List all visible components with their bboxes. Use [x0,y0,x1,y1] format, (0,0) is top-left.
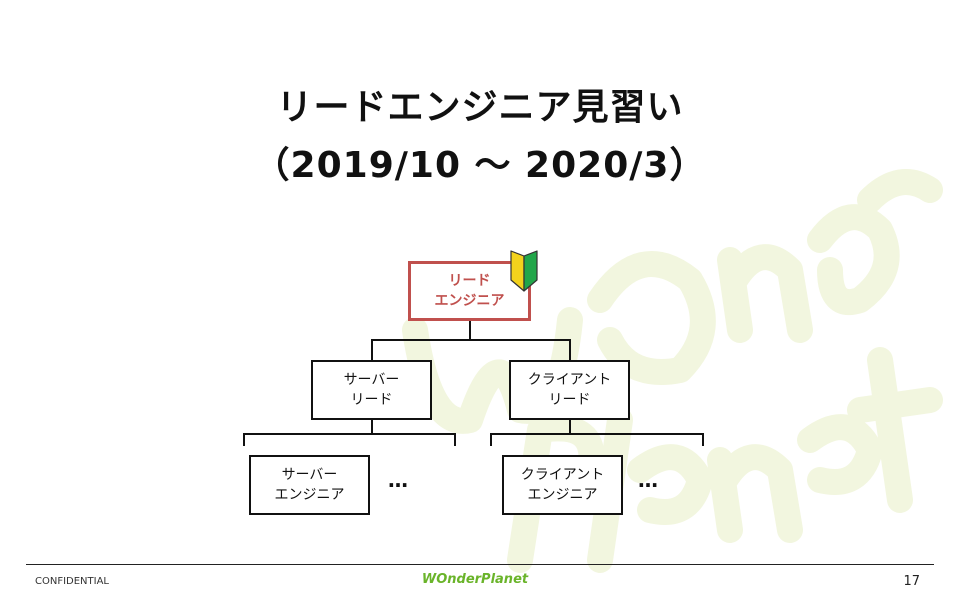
connector-server-tick-right [454,433,456,446]
lead-engineer-label-line2: エンジニア [434,293,505,309]
lead-engineer-label-line1: リード [448,272,491,289]
client-engineer-label-line1: クライアント [520,466,605,483]
connector-server-bar [243,433,456,435]
slide-title: リードエンジニア見習い [276,87,684,128]
connector-level1-bar [371,339,571,341]
page-number: 17 [903,574,920,589]
connector-server-lead-down [371,419,373,434]
server-engineer-ellipsis: … [388,468,409,492]
client-lead-box: クライアント リード [509,360,630,420]
slide-subtitle-period: （2019/10 〜 2020/3） [253,145,707,186]
connector-client-bar [490,433,704,435]
server-engineer-label-line2: エンジニア [274,487,345,503]
server-lead-label-line1: サーバー [343,371,400,388]
connector-to-server-lead [371,339,373,361]
connector-client-tick-left [490,433,492,446]
wonder-planet-logo-text: WOnderPlanet [422,572,529,587]
beginner-driver-mark-icon [510,250,538,292]
client-lead-label-line2: リード [548,392,591,408]
client-engineer-label-line2: エンジニア [527,487,598,503]
connector-client-tick-right [702,433,704,446]
wonder-planet-logo: WOnderPlanet [422,572,529,587]
server-lead-label-line2: リード [350,392,393,408]
server-engineer-label-line1: サーバー [281,466,338,483]
client-lead-label-line1: クライアント [527,371,612,388]
confidential-label: CONFIDENTIAL [35,576,110,587]
connector-to-client-lead [569,339,571,361]
connector-server-tick-left [243,433,245,446]
client-engineer-ellipsis: … [638,468,659,492]
server-engineer-box: サーバー エンジニア [249,455,370,515]
client-engineer-box: クライアント エンジニア [502,455,623,515]
connector-lead-down [469,320,471,340]
footer-divider [26,564,934,565]
connector-client-lead-down [569,419,571,434]
server-lead-box: サーバー リード [311,360,432,420]
